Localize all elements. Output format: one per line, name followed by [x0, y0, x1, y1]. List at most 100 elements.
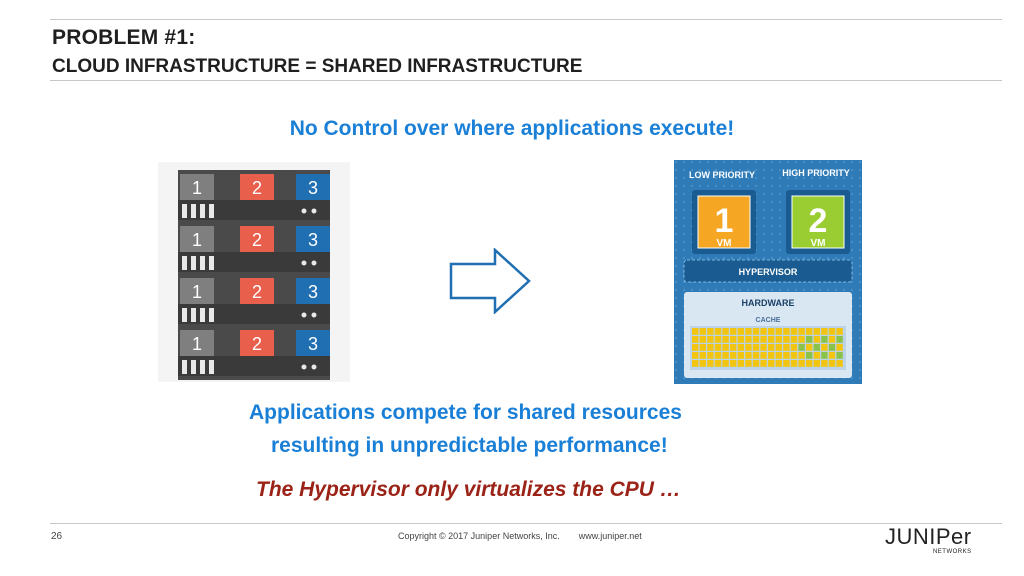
cache-cell: [806, 336, 813, 343]
cache-cell: [783, 336, 790, 343]
cache-cell: [699, 360, 706, 367]
cache-cell: [707, 344, 714, 351]
app-block-1: [180, 330, 214, 356]
cache-cell: [760, 360, 767, 367]
website-link[interactable]: www.juniper.net: [578, 531, 642, 541]
rack-vent: [200, 256, 205, 270]
cache-cell: [806, 328, 813, 335]
cache-cell: [783, 344, 790, 351]
cache-cell: [828, 344, 836, 351]
cache-cell: [790, 352, 798, 359]
app-block-label: 3: [308, 334, 318, 354]
rack-led: [311, 208, 317, 214]
cache-cell: [828, 328, 836, 335]
slide-title: PROBLEM #1:: [52, 26, 196, 49]
vm1-number: 1: [715, 202, 734, 240]
app-block-2: [240, 174, 274, 200]
cache-cell: [790, 360, 798, 367]
cache-cell: [760, 352, 767, 359]
cache-label: CACHE: [756, 317, 781, 324]
vm1-label: VM: [717, 238, 732, 249]
vm-priority-diagram: LOW PRIORITY HIGH PRIORITY 1 VM 2 VM HYP…: [674, 160, 862, 384]
cache-cell: [752, 360, 760, 367]
cache-cell: [821, 328, 828, 335]
app-block-label: 3: [308, 230, 318, 250]
app-block-label: 3: [308, 282, 318, 302]
cache-cell: [752, 336, 760, 343]
cache-cell: [692, 344, 699, 351]
rack-vent: [182, 308, 187, 322]
footer-rule: [50, 523, 1002, 524]
cache-cell: [836, 328, 843, 335]
arrow-right-icon: [449, 248, 531, 314]
cache-cell: [730, 328, 737, 335]
app-block-2: [240, 330, 274, 356]
rack-vent: [182, 360, 187, 374]
app-block-2: [240, 278, 274, 304]
high-priority-label: HIGH PRIORITY: [782, 168, 850, 178]
rack-vent: [209, 204, 214, 218]
cache-cell: [798, 352, 805, 359]
cache-cell: [821, 360, 828, 367]
app-block-label: 2: [252, 334, 262, 354]
cache-cell: [752, 344, 760, 351]
logo-wordmark: JUNIPer: [885, 524, 972, 549]
hardware-label: HARDWARE: [742, 298, 795, 308]
rack-led: [301, 208, 307, 214]
hypervisor-note: The Hypervisor only virtualizes the CPU …: [256, 478, 681, 501]
cache-cell: [737, 360, 744, 367]
app-block-3: [296, 330, 330, 356]
cache-cell: [722, 328, 729, 335]
cache-cell: [714, 336, 722, 343]
cache-cell: [798, 360, 805, 367]
cache-cell: [768, 328, 775, 335]
cache-cell: [806, 360, 813, 367]
rack-slot: [178, 356, 330, 376]
app-block-1: [180, 226, 214, 252]
rack-vent: [200, 360, 205, 374]
cache-cell: [707, 352, 714, 359]
rack-vent: [191, 204, 196, 218]
rack-vent: [182, 256, 187, 270]
cache-cell: [836, 344, 843, 351]
footer-copyright: Copyright © 2017 Juniper Networks, Inc. …: [398, 531, 642, 541]
cache-cell: [798, 328, 805, 335]
rack-led: [311, 364, 317, 370]
cache-cell: [836, 336, 843, 343]
cache-cell: [775, 344, 782, 351]
app-block-label: 1: [192, 334, 202, 354]
app-block-label: 2: [252, 230, 262, 250]
cache-cell: [745, 328, 752, 335]
cache-cell: [775, 352, 782, 359]
app-block-label: 2: [252, 282, 262, 302]
cache-cell: [821, 344, 828, 351]
cache-cell: [775, 360, 782, 367]
cache-cell: [798, 344, 805, 351]
cache-cell: [828, 360, 836, 367]
title-rule: [50, 80, 1002, 81]
cache-cell: [813, 360, 820, 367]
cache-cell: [790, 344, 798, 351]
copyright-text: Copyright © 2017 Juniper Networks, Inc.: [398, 531, 560, 541]
cache-cell: [760, 344, 767, 351]
cache-cell: [737, 344, 744, 351]
cache-cell: [813, 336, 820, 343]
rack-vent: [191, 308, 196, 322]
cache-cell: [714, 328, 722, 335]
app-block-1: [180, 278, 214, 304]
cache-cell: [730, 360, 737, 367]
cache-cell: [836, 360, 843, 367]
cache-cell: [813, 344, 820, 351]
cache-cell: [692, 360, 699, 367]
rack-led: [301, 312, 307, 318]
rack-slot: [178, 200, 330, 220]
app-block-3: [296, 278, 330, 304]
cache-cell: [828, 352, 836, 359]
rack-vent: [191, 256, 196, 270]
cache-cell: [745, 352, 752, 359]
cache-cell: [730, 352, 737, 359]
cache-cell: [692, 336, 699, 343]
rack-vent: [200, 308, 205, 322]
app-block-2: [240, 226, 274, 252]
rack-vent: [209, 256, 214, 270]
